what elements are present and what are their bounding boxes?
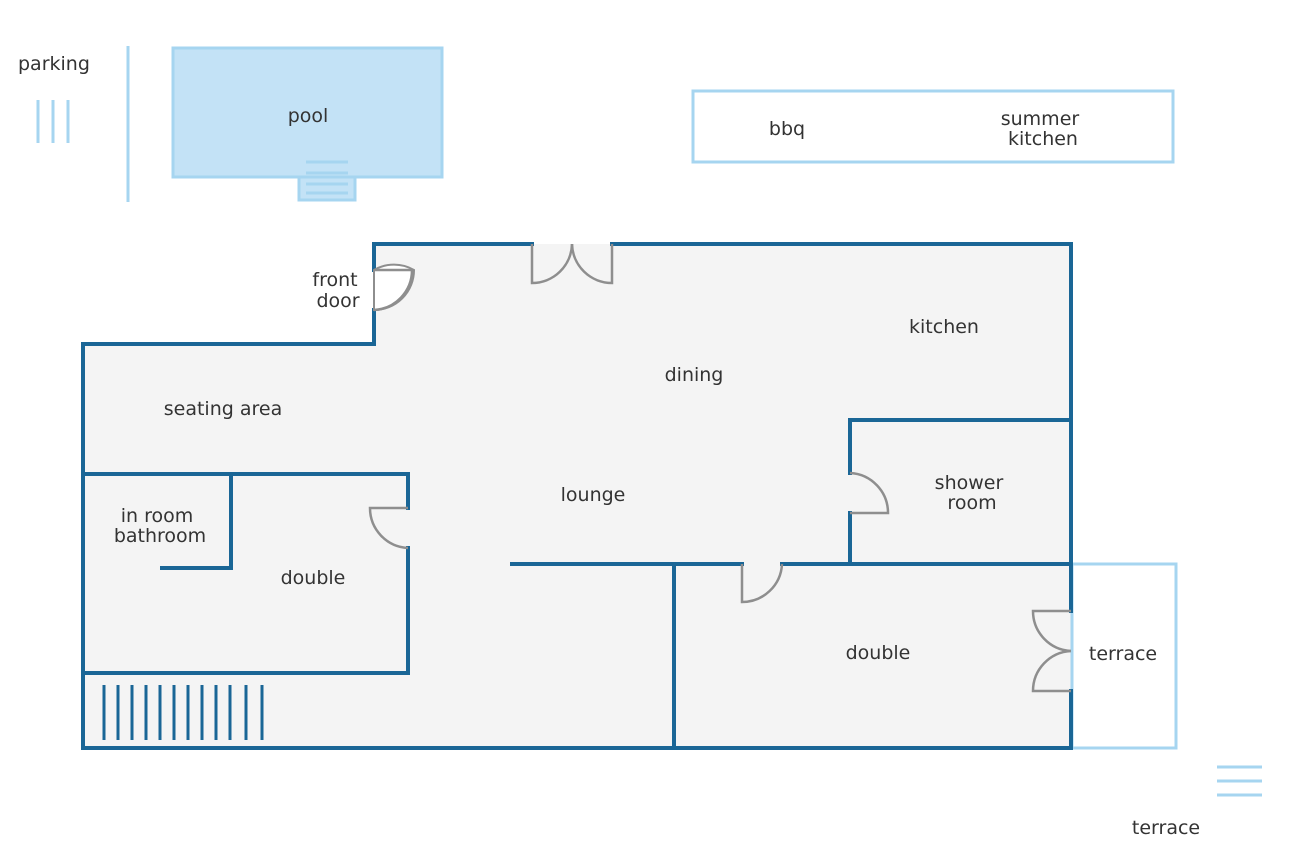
lounge-label: lounge	[561, 484, 626, 506]
seating-area-label: seating area	[164, 398, 282, 420]
terrace-double-door[interactable]	[1031, 609, 1072, 693]
double-right-label: double	[846, 642, 911, 664]
summer-kitchen-label: summer kitchen	[1001, 108, 1086, 150]
parking-label: parking	[18, 53, 90, 75]
parking-lines-icon	[36, 100, 70, 143]
terrace-bottom-label: terrace	[1132, 817, 1200, 839]
pool-steps	[297, 175, 357, 202]
parking-area: parking	[18, 46, 130, 202]
bedroom-left-door[interactable]	[368, 506, 409, 550]
front-door[interactable]	[373, 263, 416, 312]
kitchen-label: kitchen	[909, 316, 979, 338]
terrace-side-outline	[1070, 562, 1178, 750]
bedroom-right-door[interactable]	[740, 563, 784, 604]
bbq-label: bbq	[769, 118, 805, 140]
dining-label: dining	[665, 364, 724, 386]
shower-room-label: shower room	[935, 472, 1010, 514]
terrace-stairs-icon	[1217, 765, 1262, 797]
terrace-side-label: terrace	[1089, 643, 1157, 665]
stairs-icon	[102, 685, 264, 740]
interior-walls	[81, 418, 1073, 750]
pool-shape	[171, 46, 444, 179]
in-room-bathroom-label: in room bathroom	[114, 505, 206, 547]
house-floor	[83, 244, 1071, 748]
double-door-top[interactable]	[530, 243, 614, 285]
summer-kitchen-area: bbq summer kitchen	[691, 89, 1175, 164]
double-left-label: double	[281, 567, 346, 589]
pool-label: pool	[288, 105, 329, 127]
summer-kitchen-outline	[691, 89, 1175, 164]
exterior-walls	[81, 242, 1073, 750]
shower-room-door[interactable]	[849, 471, 890, 515]
front-door-label: front door	[312, 269, 363, 312]
pool-area: pool	[171, 46, 444, 202]
